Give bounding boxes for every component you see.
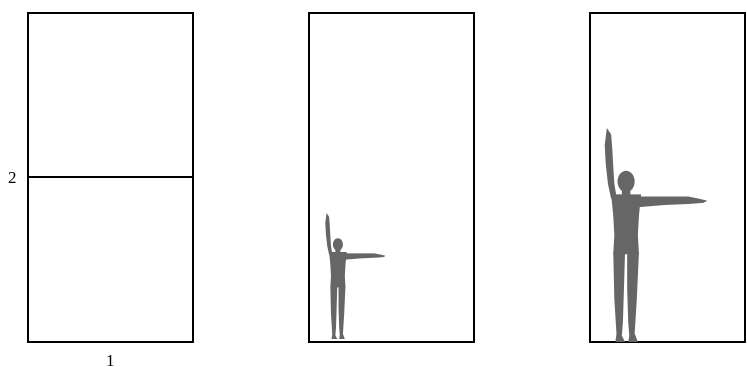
figure-panel-small [309, 13, 474, 342]
figure-panel-large [590, 13, 745, 342]
person-figure-small [325, 213, 385, 339]
height-label: 2 [8, 168, 17, 187]
width-label: 1 [106, 351, 115, 367]
person-figure-large [605, 128, 708, 342]
grid-panel: 2 1 [8, 13, 193, 367]
